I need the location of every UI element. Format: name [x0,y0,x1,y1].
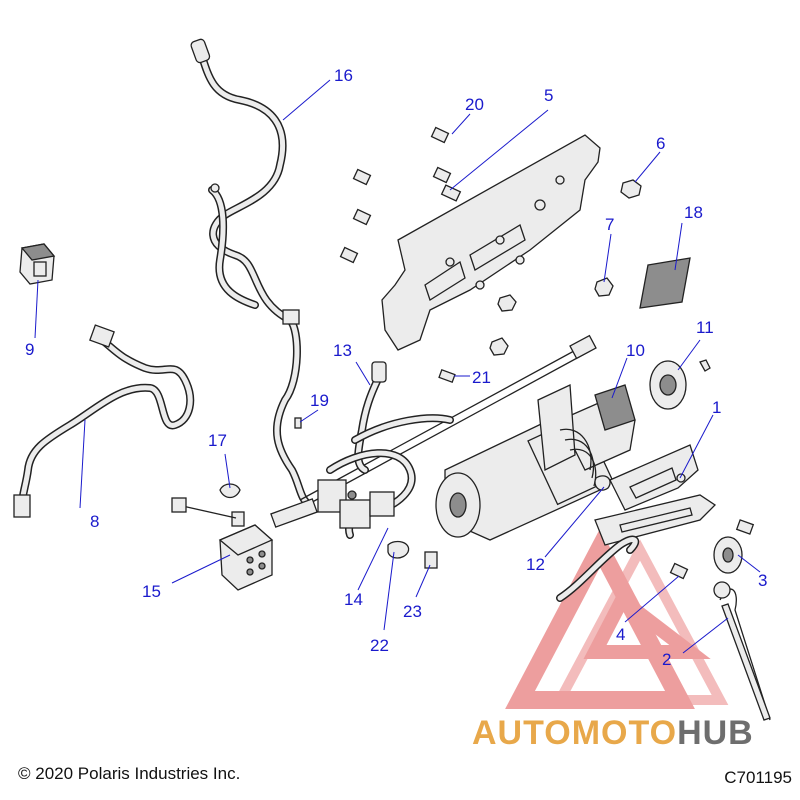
callout-6: 6 [656,134,665,153]
callout-7: 7 [605,215,614,234]
part-18-decal [639,257,691,309]
part-6-nut [620,179,642,199]
brand-part1: AUTOMOTO [472,714,678,752]
callout-20: 20 [465,95,484,114]
callout-18: 18 [684,203,703,222]
brand-part2: HUB [677,714,754,752]
callout-1: 1 [712,398,721,417]
part-3-roller [713,519,755,574]
part-2-hook-strap [713,581,771,721]
figure-code: C701195 [724,768,792,787]
callout-numbers: 1 2 3 4 5 6 7 8 9 10 11 12 13 14 15 16 1… [25,66,767,669]
part-5-mounting-plate [381,134,601,351]
callout-15: 15 [142,582,161,601]
callout-5: 5 [544,86,553,105]
callout-2: 2 [662,650,671,669]
callout-12: 12 [526,555,545,574]
part-21-bolt [438,369,456,383]
callout-19: 19 [310,391,329,410]
part-16-main-cable [190,38,314,509]
part-17-clamp [219,483,241,499]
watermark-triangle-logo [505,528,729,709]
callout-8: 8 [90,512,99,531]
callout-21: 21 [472,368,491,387]
copyright-text: © 2020 Polaris Industries Inc. [18,764,241,783]
part-fairlead [594,494,717,546]
callout-16: 16 [334,66,353,85]
part-11-gear [649,359,711,410]
callout-4: 4 [616,625,625,644]
callout-9: 9 [25,340,34,359]
part-12-clip [594,475,611,491]
part-23-clip [424,551,438,569]
part-15-contactor [171,497,274,591]
part-19-screw [294,417,302,429]
part-8-switch-harness [13,324,195,518]
callout-17: 17 [208,431,227,450]
part-13-cable [354,361,387,474]
part-22-tie-strap [387,540,410,559]
callout-3: 3 [758,571,767,590]
part-7-nut [594,277,614,297]
callout-23: 23 [403,602,422,621]
part-9-winch-switch [19,243,56,285]
part-20-bolts [339,126,462,264]
part-4-bolt [669,562,689,580]
part-winch-rope [556,535,640,602]
watermark-brand-text: AUTOMOTOHUB [472,714,754,753]
callout-10: 10 [626,341,645,360]
callout-13: 13 [333,341,352,360]
callout-leaders [34,79,761,654]
part-10-winch [435,384,636,541]
callout-14: 14 [344,590,363,609]
part-plate-nuts [489,294,517,356]
callout-11: 11 [696,318,714,337]
callout-22: 22 [370,636,389,655]
part-1-rope-guide [609,444,699,511]
part-14-harness [270,414,454,539]
